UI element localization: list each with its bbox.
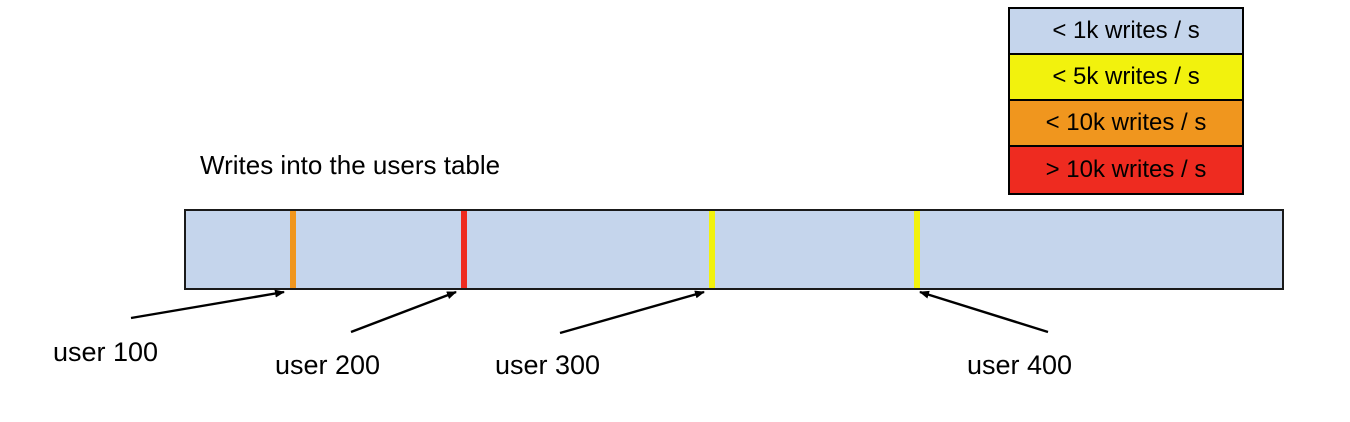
bar-marker-user-400 bbox=[914, 211, 920, 288]
legend-label: > 10k writes / s bbox=[1045, 156, 1207, 183]
legend-item-lt-5k: < 5k writes / s bbox=[1010, 55, 1242, 101]
chart-title: Writes into the users table bbox=[200, 150, 501, 180]
callout-label-user-400: user 400 bbox=[967, 350, 1073, 380]
bar-marker-user-300 bbox=[709, 211, 715, 288]
callout-label-user-300: user 300 bbox=[495, 350, 601, 380]
arrow-user-300 bbox=[559, 290, 705, 335]
legend-label: < 1k writes / s bbox=[1052, 17, 1200, 44]
callout-label-user-200: user 200 bbox=[275, 350, 381, 380]
bar-marker-user-200 bbox=[461, 211, 467, 288]
legend-item-lt-10k: < 10k writes / s bbox=[1010, 101, 1242, 147]
arrow-user-200 bbox=[350, 290, 457, 334]
arrow-user-400 bbox=[919, 290, 1049, 334]
write-rate-legend: < 1k writes / s < 5k writes / s < 10k wr… bbox=[1008, 7, 1244, 195]
callout-label-user-100: user 100 bbox=[53, 337, 159, 367]
users-table-bar bbox=[184, 209, 1284, 290]
arrow-user-100 bbox=[130, 289, 285, 320]
bar-marker-user-100 bbox=[290, 211, 296, 288]
legend-label: < 5k writes / s bbox=[1052, 63, 1200, 90]
legend-label: < 10k writes / s bbox=[1045, 109, 1207, 136]
legend-item-lt-1k: < 1k writes / s bbox=[1010, 9, 1242, 55]
legend-item-gt-10k: > 10k writes / s bbox=[1010, 147, 1242, 193]
